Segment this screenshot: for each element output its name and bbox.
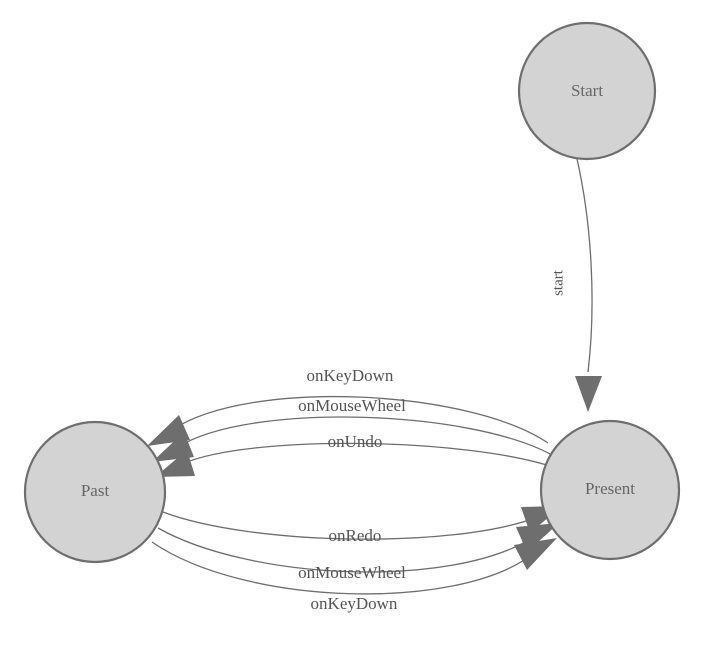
edges-layer: [147, 158, 602, 595]
nodes-layer: Start Past Present: [23, 21, 681, 564]
node-past-label: Past: [81, 481, 110, 500]
edge-present-to-past-undo[interactable]: [155, 442, 557, 477]
node-past[interactable]: Past: [23, 420, 167, 564]
arrowhead-past-to-present-keydown: [514, 538, 557, 570]
edge-path-start: [576, 158, 593, 373]
edge-label-present-past-undo: onUndo: [328, 432, 383, 451]
edge-path-present-past-mousewheel: [177, 416, 553, 456]
edge-start-to-present[interactable]: [575, 158, 602, 412]
node-past-circle: [23, 420, 167, 564]
edge-path-present-past-keydown: [171, 395, 549, 444]
node-present-circle: [539, 419, 681, 561]
node-present[interactable]: Present: [539, 419, 681, 561]
edge-path-past-present-mousewheel: [157, 527, 533, 573]
edge-labels-layer: start onKeyDown onMouseWheel onUndo onRe…: [298, 269, 566, 613]
edge-path-past-present-keydown: [151, 541, 531, 595]
edge-label-past-present-redo: onRedo: [329, 526, 382, 545]
edge-label-start: start: [550, 269, 566, 296]
arrowhead-present-to-past-undo: [155, 450, 195, 477]
edge-path-past-present-redo: [162, 511, 536, 540]
edge-label-past-present-mousewheel: onMouseWheel: [298, 563, 406, 582]
edge-path-present-past-undo: [181, 442, 557, 469]
node-start[interactable]: Start: [517, 21, 657, 161]
edge-label-present-past-mousewheel: onMouseWheel: [298, 396, 406, 415]
arrowhead-start-to-present: [575, 376, 602, 412]
edge-label-past-present-keydown: onKeyDown: [311, 594, 398, 613]
edge-label-present-past-keydown: onKeyDown: [307, 366, 394, 385]
edge-past-to-present-keydown[interactable]: [151, 538, 557, 595]
node-present-label: Present: [585, 479, 635, 498]
node-start-label: Start: [571, 81, 603, 100]
node-start-circle: [517, 21, 657, 161]
